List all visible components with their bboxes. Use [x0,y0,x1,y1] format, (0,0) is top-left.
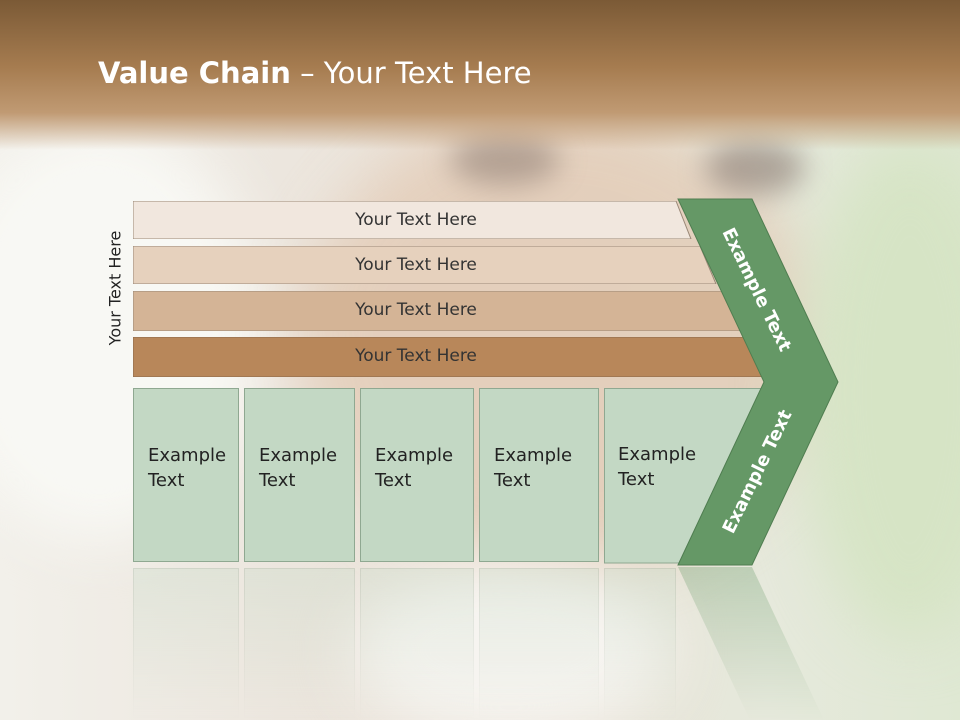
reflection-box-2 [244,568,355,718]
reflection-box-4 [479,568,599,718]
chevron: Example Text Example Text [677,198,839,566]
reflection-chevron [678,567,824,720]
strip-2-shape [133,246,717,284]
slide-title: Value Chain – Your Text Here [98,56,532,90]
reflection-box-3 [360,568,474,718]
strip-4-shape [133,337,766,377]
reflection-box-5 [604,568,676,718]
strip-3-label: Your Text Here [355,300,477,320]
strip-1-shape [133,201,692,239]
reflection [0,564,960,720]
strip-2-label: Your Text Here [355,255,477,275]
vertical-label: Your Text Here [105,230,125,346]
header-band [0,0,960,150]
title-rest: – Your Text Here [290,56,532,90]
strip-1-label: Your Text Here [355,210,477,230]
bg-lower-flower [350,560,670,720]
title-bold: Value Chain [98,56,291,90]
strip-4-label: Your Text Here [355,346,477,366]
strip-3-shape [133,291,741,331]
reflection-box-1 [133,568,239,718]
